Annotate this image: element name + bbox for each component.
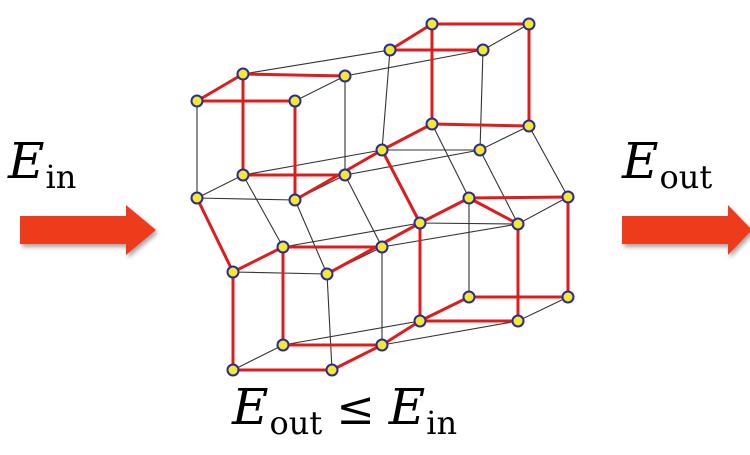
lattice-node xyxy=(413,216,427,230)
output-energy-subscript: out xyxy=(659,158,713,197)
lattice-node xyxy=(190,94,204,108)
lattice-node xyxy=(375,240,389,254)
output-energy-label: Eout xyxy=(622,132,712,196)
lattice-node xyxy=(320,267,334,281)
inequality-lhs-subscript: out xyxy=(269,404,323,443)
lattice-node xyxy=(522,17,536,31)
lattice-node xyxy=(561,290,575,304)
highlighted-path xyxy=(195,22,570,372)
lattice-node xyxy=(236,67,250,81)
lattice-node xyxy=(425,117,439,131)
lattice-node xyxy=(522,119,536,133)
lattice-node xyxy=(276,240,290,254)
lattice-node xyxy=(375,143,389,157)
input-energy-label: Ein xyxy=(8,132,76,196)
lattice-nodes xyxy=(190,17,575,377)
lattice-node xyxy=(190,191,204,205)
output-arrow-icon xyxy=(622,205,750,255)
lattice-node xyxy=(325,363,339,377)
lattice-node xyxy=(276,338,290,352)
output-energy-symbol: E xyxy=(622,132,659,190)
lattice-node xyxy=(413,314,427,328)
lattice-node xyxy=(288,94,302,108)
lattice-node xyxy=(338,168,352,182)
lattice-node xyxy=(462,290,476,304)
lattice-node xyxy=(462,191,476,205)
lattice-node xyxy=(288,193,302,207)
lattice-node xyxy=(511,314,525,328)
input-energy-symbol: E xyxy=(8,132,45,190)
inequality-operator: ≤ xyxy=(336,381,375,435)
lattice-node xyxy=(338,69,352,83)
inequality-lhs-symbol: E xyxy=(232,378,269,436)
input-arrow-icon xyxy=(20,205,156,255)
lattice-node xyxy=(425,17,439,31)
lattice-node xyxy=(236,168,250,182)
inequality-rhs-subscript: in xyxy=(426,404,458,443)
energy-inequality: Eout≤Ein xyxy=(232,378,457,442)
lattice-node xyxy=(511,217,525,231)
lattice-node xyxy=(473,143,487,157)
lattice-node xyxy=(226,363,240,377)
lattice-node xyxy=(383,43,397,57)
lattice-node xyxy=(226,265,240,279)
inequality-rhs-symbol: E xyxy=(388,378,426,436)
input-energy-subscript: in xyxy=(45,158,77,197)
lattice-node xyxy=(561,190,575,204)
lattice-node xyxy=(375,338,389,352)
lattice-node xyxy=(476,43,490,57)
